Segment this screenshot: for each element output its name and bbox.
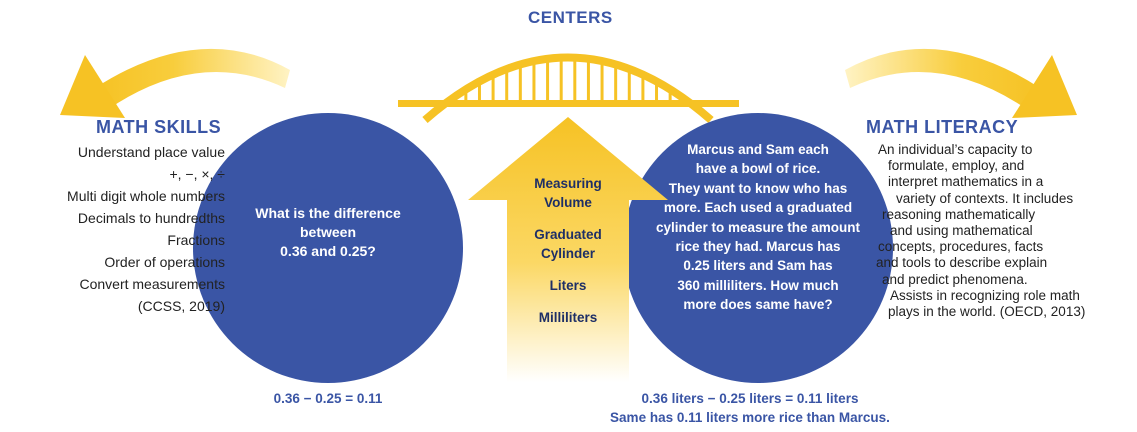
left-circle [193,113,463,383]
skill-item: Decimals to hundredths [77,210,225,226]
arrow-label: Liters [549,278,587,293]
arrow-label: Measuring [534,176,602,191]
math-literacy-title: MATH LITERACY [866,117,1019,137]
center-arrow-labels: Measuring Volume Graduated Cylinder Lite… [500,174,636,327]
skill-item: Multi digit whole numbers [67,188,225,204]
skill-item: Order of operations [104,254,225,270]
skill-item: Convert measurements [79,276,225,292]
right-circle-word-problem: Marcus and Sam each have a bowl of rice.… [655,142,861,313]
skill-item: Understand place value [77,144,225,160]
arrow-label: Milliliters [538,310,598,325]
arrow-label: Graduated [534,227,602,242]
arrow-label: Volume [544,195,592,210]
right-equation: 0.36 liters − 0.25 liters = 0.11 liters … [610,391,890,425]
bridge [398,53,739,124]
math-skills-title: MATH SKILLS [96,117,222,137]
left-curved-arrow [60,48,290,118]
centers-title: CENTERS [528,8,613,27]
skill-item: +, −, ×, ÷ [169,166,225,182]
right-circle [623,113,893,383]
math-skills-list: Understand place value +, −, ×, ÷ Multi … [67,141,225,317]
arrow-label: Cylinder [540,246,595,261]
math-literacy-description: An individual’s capacity to formulate, e… [876,142,1086,320]
skill-item: Fractions [167,232,225,248]
center-up-arrow [468,117,668,382]
skill-item: (CCSS, 2019) [137,298,225,314]
left-equation: 0.36 − 0.25 = 0.11 [273,391,383,406]
left-circle-question: What is the difference between 0.36 and … [255,205,401,259]
right-curved-arrow [845,48,1077,118]
